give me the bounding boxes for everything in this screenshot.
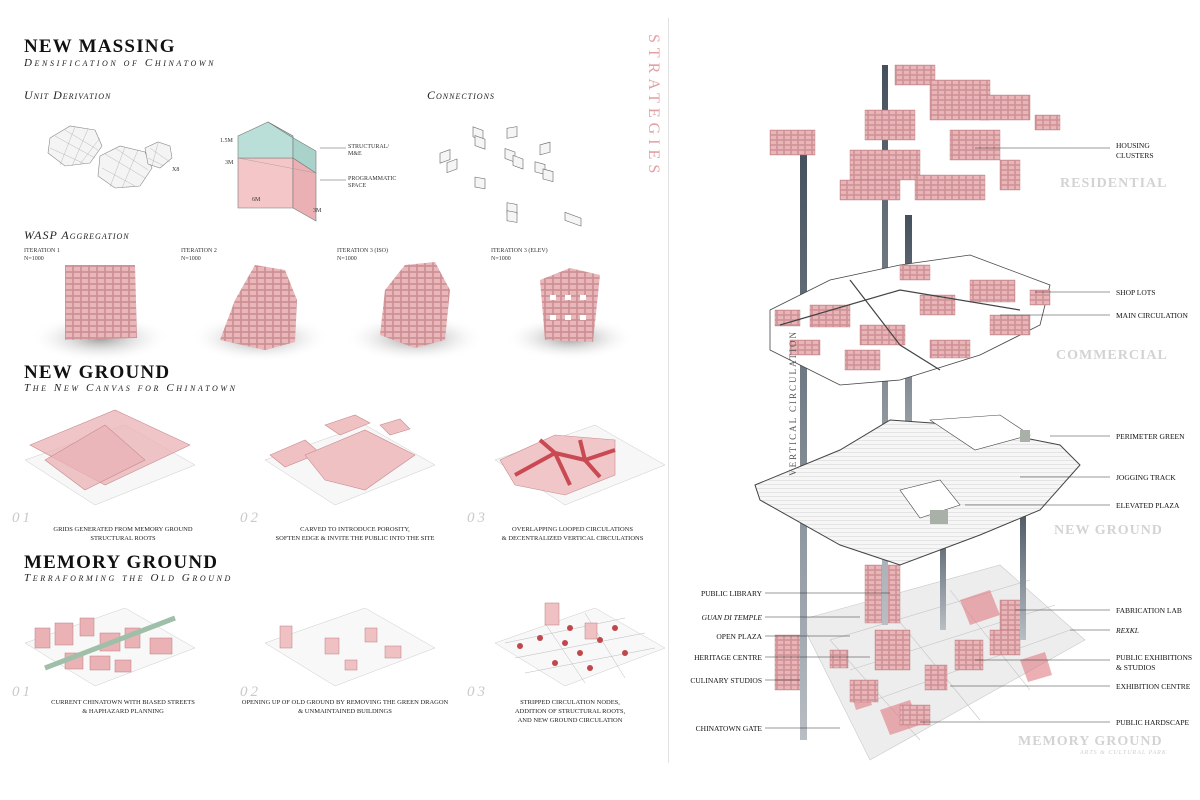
new-ground-step-2-number: 02 bbox=[240, 510, 261, 526]
label-housing-clusters: HOUSING CLUSTERS bbox=[1116, 141, 1154, 161]
label-fabrication-lab: FABRICATION LAB bbox=[1116, 606, 1182, 615]
iteration-1-n: n=1000 bbox=[24, 256, 44, 262]
panel-divider bbox=[668, 18, 669, 763]
new-ground-step-3-caption-line-1: OVERLAPPING LOOPED CIRCULATIONS bbox=[512, 526, 633, 533]
label-public-exhibitions-line-1: PUBLIC EXHIBITIONS bbox=[1116, 653, 1193, 662]
label-perimeter-green: PERIMETER GREEN bbox=[1116, 432, 1185, 441]
label-structural: STRUCTURAL/ M&E bbox=[348, 144, 390, 158]
exploded-axonometric bbox=[754, 64, 1086, 761]
memory-ground-step-1-caption-line-2: & HAPHAZARD PLANNING bbox=[82, 707, 164, 715]
new-ground-step-2-caption-line-2: SOFTEN EDGE & INVITE THE PUBLIC INTO THE… bbox=[275, 534, 435, 542]
new-massing-subtitle: Densification of Chinatown bbox=[24, 57, 217, 69]
zone-memory-ground-sub: ARTS & CULTURAL PARK bbox=[1080, 750, 1167, 756]
memory-ground-subtitle: Terraforming the Old Ground bbox=[24, 572, 233, 584]
label-heritage-centre: HERITAGE CENTRE bbox=[694, 653, 762, 662]
wasp-heading: WASP Aggregation bbox=[24, 228, 130, 242]
memory-ground-step-2-caption: OPENING UP OF OLD GROUND BY REMOVING THE… bbox=[240, 699, 450, 717]
memory-ground-step-1-caption-line-1: CURRENT CHINATOWN WITH BIASED STREETS bbox=[51, 699, 195, 706]
memory-ground-step-3-caption-line-2: ADDITION OF STRUCTURAL ROOTS, bbox=[514, 707, 626, 715]
new-ground-step-3-number: 03 bbox=[467, 510, 488, 526]
new-massing-title: NEW MASSING bbox=[24, 36, 176, 57]
new-ground-step-1-caption-line-1: GRIDS GENERATED FROM MEMORY GROUND bbox=[53, 526, 193, 533]
label-housing-line-2: CLUSTERS bbox=[1116, 150, 1154, 160]
label-public-library: PUBLIC LIBRARY bbox=[700, 589, 762, 598]
label-main-circulation: MAIN CIRCULATION bbox=[1116, 311, 1188, 320]
memory-ground-step-3-caption-line-3: AND NEW GROUND CIRCULATION bbox=[517, 716, 623, 724]
memory-ground-diagrams bbox=[24, 602, 666, 687]
memory-ground-step-2-caption-line-2: & UNMAINTAINED BUILDINGS bbox=[298, 707, 392, 715]
new-ground-step-1-caption: GRIDS GENERATED FROM MEMORY GROUND STRUC… bbox=[38, 526, 208, 544]
zone-residential: RESIDENTIAL bbox=[1060, 176, 1168, 191]
label-public-exhibitions-line-2: & STUDIOS bbox=[1116, 662, 1156, 672]
dim-top-label: 1.5m bbox=[220, 138, 233, 144]
iteration-2-n: n=1000 bbox=[181, 256, 201, 262]
label-housing-line-1: HOUSING bbox=[1116, 141, 1150, 150]
memory-ground-step-2-caption-line-1: OPENING UP OF OLD GROUND BY REMOVING THE… bbox=[241, 699, 449, 706]
dim-width-label: 6m bbox=[252, 197, 261, 203]
new-ground-step-1-number: 01 bbox=[12, 510, 33, 526]
new-ground-step-2-caption: CARVED TO INTRODUCE POROSITY, SOFTEN EDG… bbox=[260, 526, 450, 544]
connections-heading: Connections bbox=[427, 88, 495, 102]
new-ground-step-3-caption: OVERLAPPING LOOPED CIRCULATIONS & DECENT… bbox=[490, 526, 655, 544]
dim-depth-label: 3m bbox=[313, 208, 322, 214]
memory-ground-step-1-number: 01 bbox=[12, 684, 33, 700]
unit-derivation-heading: Unit Derivation bbox=[24, 88, 112, 102]
new-ground-title: NEW GROUND bbox=[24, 362, 171, 383]
label-elevated-plaza: ELEVATED PLAZA bbox=[1116, 501, 1180, 510]
unit-wireframe-drawing bbox=[47, 125, 173, 189]
iteration-1-label: ITERATION 1 bbox=[24, 248, 60, 254]
new-ground-subtitle: The New Canvas for Chinatown bbox=[24, 382, 238, 394]
memory-ground-step-3-caption: STRIPPED CIRCULATION NODES, ADDITION OF … bbox=[495, 699, 645, 725]
label-culinary-studios: CULINARY STUDIOS bbox=[690, 676, 762, 685]
zone-new-ground: NEW GROUND bbox=[1054, 523, 1163, 538]
label-programmatic: PROGRAMMATIC SPACE bbox=[348, 176, 397, 190]
label-shop-lots: SHOP LOTS bbox=[1116, 288, 1156, 297]
memory-ground-step-1-caption: CURRENT CHINATOWN WITH BIASED STREETS & … bbox=[38, 699, 208, 717]
memory-ground-step-3-caption-line-1: STRIPPED CIRCULATION NODES, bbox=[520, 699, 620, 706]
label-public-exhibitions: PUBLIC EXHIBITIONS & STUDIOS bbox=[1116, 653, 1192, 673]
unit-module-drawing bbox=[237, 121, 317, 222]
zone-commercial: COMMERCIAL bbox=[1056, 348, 1168, 363]
housing-clusters bbox=[769, 64, 1061, 201]
unit-multiplier: x8 bbox=[172, 167, 180, 173]
iteration-3-iso-label: ITERATION 3 (ISO) bbox=[337, 248, 388, 254]
dim-mid-label: 3m bbox=[225, 160, 234, 166]
new-ground-diagrams bbox=[24, 409, 666, 506]
label-rexkl: REXKL bbox=[1116, 626, 1139, 635]
new-ground-step-1-caption-line-2: STRUCTURAL ROOTS bbox=[90, 534, 156, 542]
iteration-3-elev-n: n=1000 bbox=[491, 256, 511, 262]
label-chinatown-gate: CHINATOWN GATE bbox=[695, 724, 762, 733]
label-open-plaza: OPEN PLAZA bbox=[716, 632, 762, 641]
new-ground-step-3-caption-line-2: & DECENTRALIZED VERTICAL CIRCULATIONS bbox=[501, 534, 644, 542]
unit-leader-lines bbox=[320, 147, 346, 181]
iteration-2-label: ITERATION 2 bbox=[181, 248, 217, 254]
wasp-aggregation-renders bbox=[30, 262, 635, 362]
iteration-3-iso-n: n=1000 bbox=[337, 256, 357, 262]
label-exhibition-centre: EXHIBITION CENTRE bbox=[1116, 682, 1191, 691]
connections-drawing bbox=[439, 126, 582, 227]
new-ground-step-2-caption-line-1: CARVED TO INTRODUCE POROSITY, bbox=[300, 526, 410, 533]
iteration-3-elev-label: ITERATION 3 (ELEV) bbox=[491, 248, 548, 254]
label-guan-di-temple: GUAN DI TEMPLE bbox=[701, 613, 762, 622]
label-public-hardscape: PUBLIC HARDSCAPE bbox=[1116, 718, 1190, 727]
memory-ground-title: MEMORY GROUND bbox=[24, 552, 219, 573]
memory-ground-step-3-number: 03 bbox=[467, 684, 488, 700]
label-jogging-track: JOGGING TRACK bbox=[1116, 473, 1176, 482]
zone-memory-ground: MEMORY GROUND bbox=[1018, 734, 1163, 749]
strategies-vertical-title: STRATEGIES bbox=[645, 34, 662, 179]
memory-ground-step-2-number: 02 bbox=[240, 684, 261, 700]
